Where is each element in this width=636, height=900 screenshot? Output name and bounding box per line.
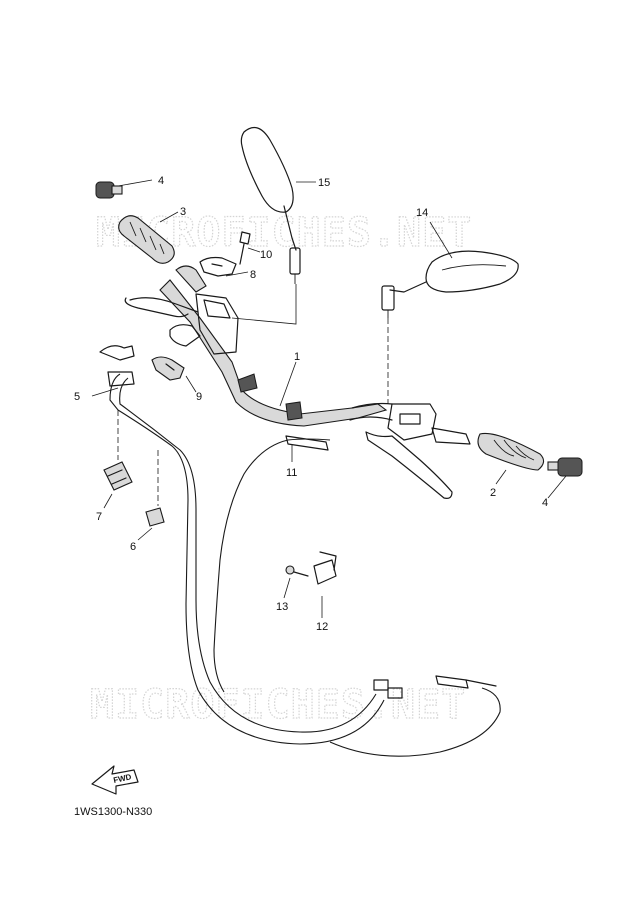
callout-6: 6 <box>130 541 136 553</box>
right-switch-and-brake-lever <box>349 403 471 499</box>
callout-14: 14 <box>416 207 428 219</box>
bracket-8 <box>199 256 237 277</box>
callout-1: 1 <box>294 351 300 363</box>
callout-7: 7 <box>96 511 102 523</box>
left-bar-end <box>95 181 123 199</box>
callout-5: 5 <box>74 391 80 403</box>
clip-7 <box>103 461 133 491</box>
right-mirror <box>381 250 519 318</box>
callout-13: 13 <box>276 601 288 613</box>
fwd-arrow-icon: FWD <box>91 765 139 795</box>
bolt-13 <box>285 565 309 577</box>
callout-11: 11 <box>286 467 297 479</box>
leader-15-assembly <box>231 284 297 325</box>
bracket-12 <box>313 551 337 585</box>
watermark-bottom: MICROFICHES.NET <box>90 682 466 728</box>
callout-15: 15 <box>318 177 330 189</box>
callout-9: 9 <box>196 391 202 403</box>
left-switch-and-lever <box>124 265 239 355</box>
callout-4-left: 4 <box>158 175 164 187</box>
handlebar <box>159 279 393 427</box>
right-grip <box>477 432 545 471</box>
right-bar-end <box>547 457 583 477</box>
callout-12: 12 <box>316 621 328 633</box>
diagram-code: 1WS1300-N330 <box>74 806 152 818</box>
callout-2: 2 <box>490 487 496 499</box>
left-mirror <box>240 126 301 284</box>
callout-10: 10 <box>260 249 272 261</box>
callout-3: 3 <box>180 206 186 218</box>
fwd-label: FWD <box>113 772 133 785</box>
callout-4-right: 4 <box>542 497 548 509</box>
bolt-10 <box>239 231 251 265</box>
callout-leaders <box>91 179 567 618</box>
callout-8: 8 <box>250 269 256 281</box>
left-grip <box>118 215 175 264</box>
cable-11 <box>213 435 331 693</box>
clip-6 <box>145 507 165 527</box>
clamp-9 <box>151 356 185 381</box>
